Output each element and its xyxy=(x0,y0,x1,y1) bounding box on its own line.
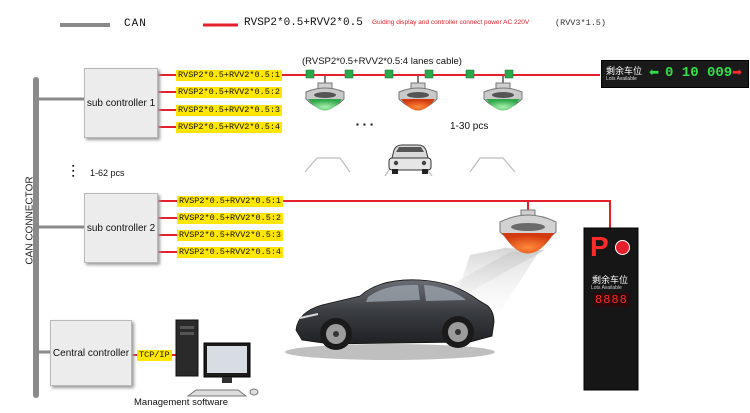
detector-1 xyxy=(305,76,345,111)
guidance-display-subtitle: Lots Available xyxy=(606,76,637,82)
central-controller-label: Central controller xyxy=(52,347,130,359)
arrow-left-icon: ⬅ xyxy=(649,65,660,79)
detector-2 xyxy=(398,76,438,111)
entrance-sign-post xyxy=(583,227,639,391)
sub-controller-1-label: sub controller 1 xyxy=(86,97,156,109)
sub2-lane-2: RVSP2*0.5+RVV2*0.5:2 xyxy=(177,213,284,224)
sub2-lane-4: RVSP2*0.5+RVV2*0.5:4 xyxy=(177,247,284,258)
arrow-right-icon: ➡ xyxy=(732,65,743,79)
sub2-lane1-cable xyxy=(283,200,611,228)
management-software-label: Management software xyxy=(134,397,228,408)
tcpip-tag: TCP/IP xyxy=(137,350,172,361)
sub-controller-1: sub controller 1 xyxy=(84,68,158,138)
can-legend-label: CAN xyxy=(124,18,147,30)
sub2-lane-lines xyxy=(157,200,178,253)
small-car-icon xyxy=(388,144,432,174)
entrance-sign-title: 剩余车位 xyxy=(592,275,629,285)
can-connector-label: CAN CONNECTOR xyxy=(24,176,36,265)
detector-3 xyxy=(483,76,523,111)
sub-ellipsis: ▪▪▪ xyxy=(72,163,75,180)
no-entry-icon xyxy=(615,240,630,255)
power-note: Guiding display and controller connect p… xyxy=(372,19,530,26)
sub2-lane-3: RVSP2*0.5+RVV2*0.5:3 xyxy=(177,230,284,241)
connectors xyxy=(305,69,514,79)
guidance-display-title: 剩余车位 xyxy=(606,66,643,76)
sub-controller-count: 1-62 pcs xyxy=(90,168,125,178)
sub1-lane-lines xyxy=(157,74,177,128)
sedan-car xyxy=(285,279,495,360)
parking-p-letter: P xyxy=(590,231,609,262)
detector-count: 1-30 pcs xyxy=(450,121,489,132)
sub1-lane-2: RVSP2*0.5+RVV2*0.5:2 xyxy=(176,87,283,98)
guidance-number: 0 10 009 xyxy=(665,65,733,81)
central-controller: Central controller xyxy=(50,320,132,386)
lane-cable-note: (RVSP2*0.5+RVV2*0.5:4 lanes cable) xyxy=(302,56,462,67)
power-cable-spec: (RVV3*1.5) xyxy=(555,18,607,28)
sub-controller-2: sub controller 2 xyxy=(84,193,158,263)
detector-ellipsis: ▪ ▪ ▪ xyxy=(356,120,374,129)
computer-icon xyxy=(175,319,259,397)
sub1-lane-3: RVSP2*0.5+RVV2*0.5:3 xyxy=(176,105,283,116)
guidance-display: 剩余车位 Lots Available ⬅ 0 10 009 ➡ xyxy=(601,60,749,88)
sub2-lane-1: RVSP2*0.5+RVV2*0.5:1 xyxy=(177,196,284,207)
sub1-lane-1: RVSP2*0.5+RVV2*0.5:1 xyxy=(176,70,283,81)
entrance-sign-digits: 8888 xyxy=(593,293,630,307)
sub-controller-2-label: sub controller 2 xyxy=(86,222,156,234)
rvsp-legend-label: RVSP2*0.5+RVV2*0.5 xyxy=(244,17,363,29)
sub1-lane-4: RVSP2*0.5+RVV2*0.5:4 xyxy=(176,122,283,133)
entrance-sign-subtitle: Lots Available xyxy=(591,285,622,291)
